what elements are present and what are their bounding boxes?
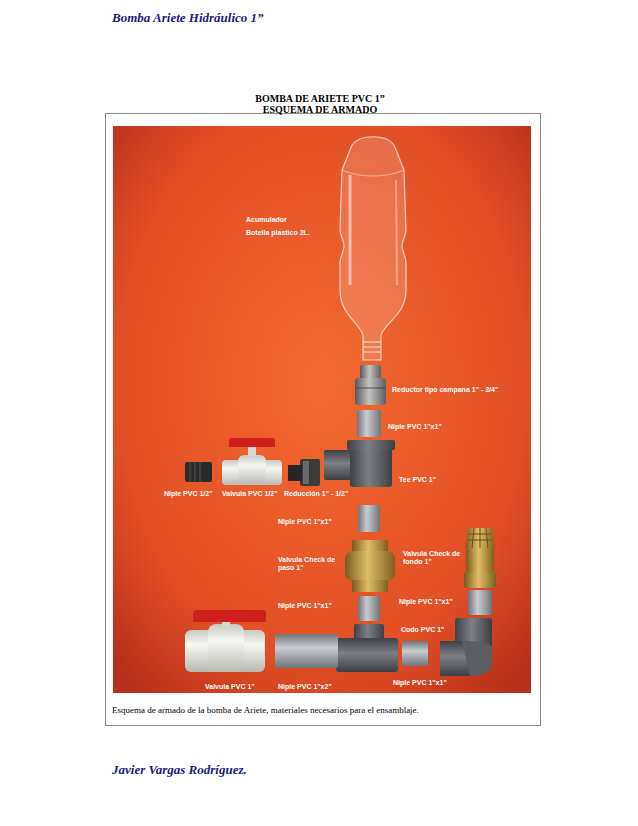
part-label: Botella plastico 2L. [246,229,310,237]
part-label: Niple PVC 1/2" [164,490,212,498]
part-label: Tee PVC 1" [399,476,436,484]
page-header: Bomba Ariete Hidráulico 1” [112,10,264,26]
part-label: Niple PVC 1"x2" [278,683,332,691]
part-label: Reducción 1" - 1/2" [284,490,348,498]
part-label: Codo PVC 1" [401,626,444,634]
part-label: Reductor tipo campana 1" - 3/4" [392,386,498,394]
part-label: Niple PVC 1"x1" [278,602,332,610]
part-label: Niple PVC 1"x1" [399,598,453,606]
part-label: Niple PVC 1"x1" [388,423,442,431]
figure-caption: Esquema de armado de la bomba de Ariete,… [112,705,419,715]
page-footer: Javier Vargas Rodríguez. [112,762,247,778]
part-label: Valvula PVC 1" [205,683,255,691]
part-label: Niple PVC 1"x1" [393,679,447,687]
part-label: Acumulador [246,216,287,224]
part-label: Niple PVC 1"x1" [278,518,332,526]
part-label: Valvula PVC 1/2" [222,490,277,498]
part-label: Valvula Check de paso 1" [278,556,340,572]
part-label: Valvula Check de fondo 1" [403,550,465,566]
document-title: BOMBA DE ARIETE PVC 1” ESQUEMA DE ARMADO [250,93,390,115]
